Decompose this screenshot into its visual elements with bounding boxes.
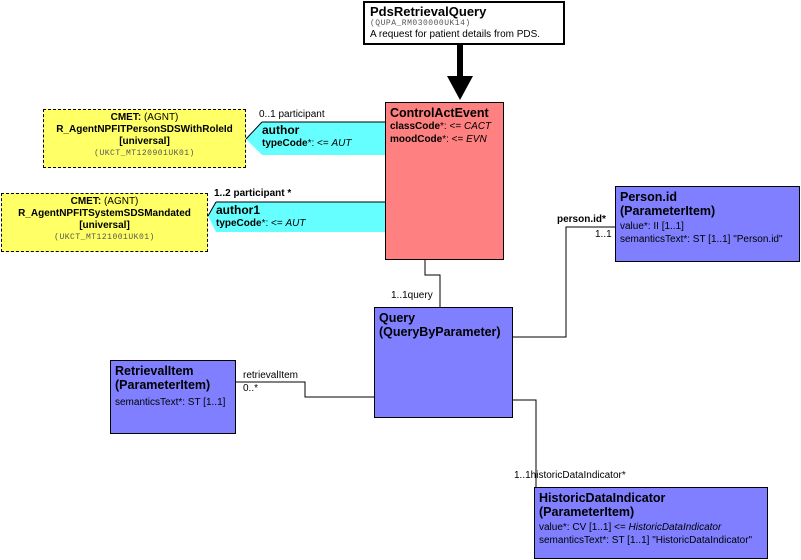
cmet1-header: CMET: (AGNT) (110, 112, 179, 123)
retrieval-item-association-label: retrievalItem (243, 370, 299, 381)
query-association-label: 1..1query (391, 290, 433, 301)
person-id-multiplicity-label: 1..1 (595, 229, 612, 240)
author-type-code: typeCode*: <= AUT (262, 138, 352, 149)
query-class: Query (QueryByParameter) (374, 307, 513, 418)
historic-association-label: 1..1historicDataIndicator* (514, 470, 626, 481)
retrieval-item-title-line1: RetrievalItem (115, 364, 194, 378)
person-id-title-line2: (ParameterItem) (620, 204, 716, 218)
author1-name: author1 (216, 203, 261, 217)
cmet2-header: CMET: (AGNT) (70, 196, 139, 207)
entry-arrow-head (447, 76, 473, 100)
person-id-value-attribute: value*: II [1..1] (620, 221, 684, 232)
author-participation-label: author typeCode*: <= AUT (262, 123, 351, 150)
cmet-person-sds-box: CMET: (AGNT) R_AgentNPFITPersonSDSWithRo… (43, 109, 246, 168)
cmet-system-sds-box: CMET: (AGNT) R_AgentNPFITSystemSDSMandat… (1, 193, 208, 252)
class-code-attribute: classCode*: <= CACT (390, 121, 492, 132)
historic-association-line (513, 399, 537, 487)
control-act-event-title: ControlActEvent (390, 106, 489, 120)
retrieval-item-multiplicity-label: 0..* (243, 383, 259, 394)
retrieval-item-class: RetrievalItem (ParameterItem) semanticsT… (110, 360, 236, 434)
cmet1-scope: [universal] (119, 136, 170, 147)
cmet2-name: R_AgentNPFITSystemSDSMandated (18, 208, 191, 219)
retrieval-item-association-line (236, 381, 374, 398)
entry-point-code: (QUPA_RM030000UK14) (370, 19, 471, 28)
control-act-event-class: ControlActEvent classCode*: <= CACT mood… (385, 102, 504, 260)
historic-data-indicator-class: HistoricDataIndicator (ParameterItem) va… (534, 487, 768, 559)
entry-point-description: A request for patient details from PDS. (370, 29, 541, 40)
person-id-association-line (513, 226, 615, 338)
author1-participation-label: author1 typeCode*: <= AUT (216, 203, 305, 230)
author-participation-line (245, 121, 263, 140)
author1-multiplicity-label: 1..2 participant * (214, 188, 292, 199)
query-title-line1: Query (379, 311, 416, 325)
retrieval-item-title-line2: (ParameterItem) (115, 378, 211, 392)
person-id-class: Person.id (ParameterItem) value*: II [1.… (615, 186, 800, 262)
mood-code-attribute: moodCode*: <= EVN (390, 134, 487, 145)
cmet2-code: (UKCT_MT121001UK01) (54, 233, 155, 242)
author-participation-shape (246, 122, 385, 155)
person-id-association-label: person.id* (557, 214, 606, 225)
author1-type-code: typeCode*: <= AUT (216, 218, 306, 229)
author1-participation-line (207, 201, 217, 217)
cmet2-scope: [universal] (79, 220, 130, 231)
entry-point-title: PdsRetrievalQuery (370, 4, 487, 19)
historic-value-attribute: value*: CV [1..1] <= HistoricDataIndicat… (539, 522, 722, 533)
entry-point-box: PdsRetrievalQuery (QUPA_RM030000UK14) A … (363, 1, 565, 45)
historic-semantics-attribute: semanticsText*: ST [1..1] "HistoricDataI… (539, 535, 753, 546)
historic-title-line1: HistoricDataIndicator (539, 491, 666, 505)
person-id-semantics-attribute: semanticsText*: ST [1..1] "Person.id" (620, 234, 783, 245)
query-association-line (424, 260, 441, 307)
author-name: author (262, 123, 300, 137)
person-id-title-line1: Person.id (620, 190, 677, 204)
retrieval-item-semantics-attribute: semanticsText*: ST [1..1] (115, 397, 226, 408)
query-title-line2: (QueryByParameter) (379, 325, 501, 339)
cmet1-code: (UKCT_MT120901UK01) (94, 149, 195, 158)
historic-title-line2: (ParameterItem) (539, 505, 635, 519)
cmet1-name: R_AgentNPFITPersonSDSWithRoleId (56, 124, 233, 135)
author1-participation-shape (208, 202, 385, 232)
author-multiplicity-label: 0..1 participant (259, 109, 325, 120)
